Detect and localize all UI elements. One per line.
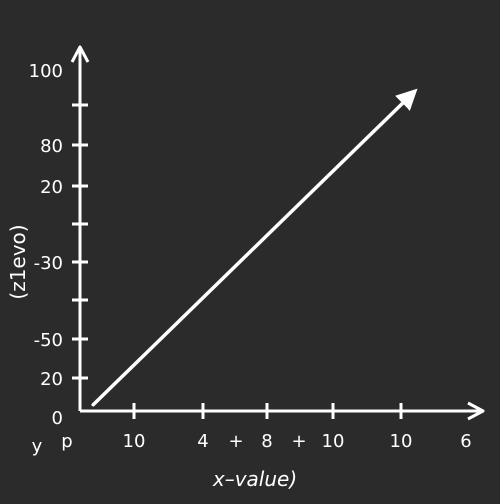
y-tick-label: 80 bbox=[40, 136, 63, 157]
x-axis-title: x–value) bbox=[212, 467, 297, 491]
x-tick-label: 10 bbox=[390, 431, 413, 452]
series-layer bbox=[91, 88, 418, 407]
y-tick-label: -50 bbox=[34, 330, 63, 351]
x-tick-label: 4 bbox=[197, 431, 208, 452]
series-line bbox=[91, 88, 418, 407]
axes bbox=[70, 45, 485, 421]
x-tick-label: 8 bbox=[261, 431, 272, 452]
x-tick-label: + bbox=[228, 431, 243, 452]
y-tick-label: 20 bbox=[40, 369, 63, 390]
x-tick-label: 6 bbox=[460, 431, 471, 452]
x-axis-ticks bbox=[132, 403, 403, 419]
y-tick-label: 20 bbox=[40, 177, 63, 198]
y-tick-label: 100 bbox=[29, 61, 63, 82]
y-tick-label: -30 bbox=[34, 253, 63, 274]
x-tick-label: 10 bbox=[123, 431, 146, 452]
y-axis-ticks bbox=[72, 103, 88, 380]
y-axis-title: (z1evo) bbox=[6, 224, 30, 299]
y-tick-label: 0 bbox=[52, 408, 63, 429]
y-tick-labels: 100 80 20 -30 -50 20 0 bbox=[29, 61, 63, 429]
x-axis-arrow-icon bbox=[467, 401, 485, 421]
x-tick-label: + bbox=[291, 431, 306, 452]
corner-axis-label: y bbox=[32, 436, 43, 457]
x-tick-labels: p 10 4 + 8 + 10 10 6 bbox=[61, 431, 471, 452]
x-tick-label: p bbox=[61, 431, 72, 452]
y-axis-arrow-icon bbox=[70, 45, 90, 63]
x-tick-label: 10 bbox=[322, 431, 345, 452]
